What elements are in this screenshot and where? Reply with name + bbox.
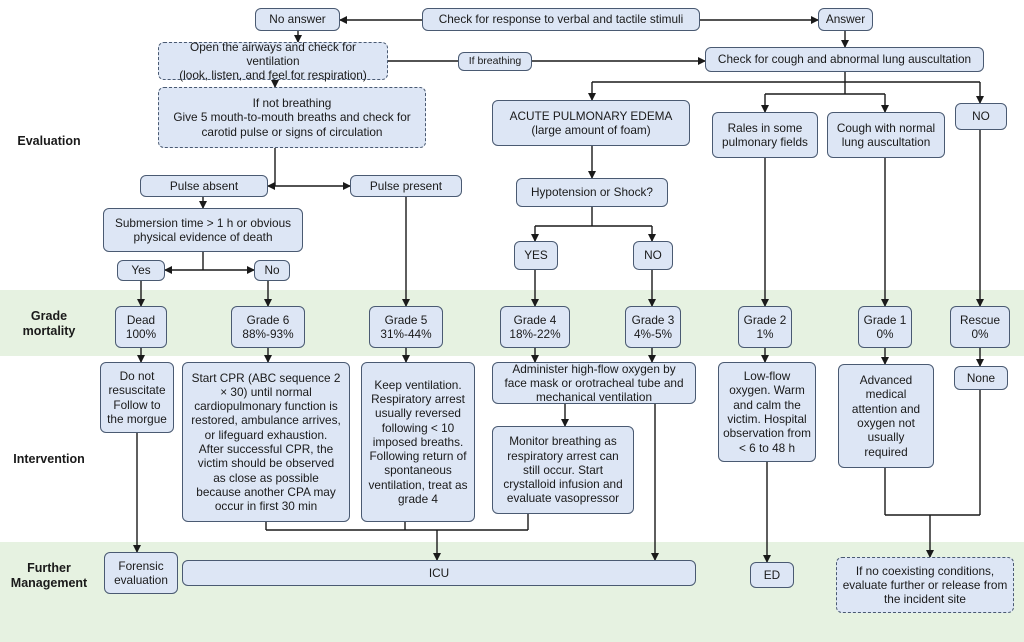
acute-pulmonary-edema-box: ACUTE PULMONARY EDEMA (large amount of f…: [492, 100, 690, 146]
grade-4-box: Grade 4 18%-22%: [500, 306, 570, 348]
intervention-grade-1-box: Advanced medical attention and oxygen no…: [838, 364, 934, 468]
no-answer-box: No answer: [255, 8, 340, 31]
hypotension-shock-box: Hypotension or Shock?: [516, 178, 668, 207]
no-death-box: No: [254, 260, 290, 281]
icu-box: ICU: [182, 560, 696, 586]
if-breathing-label: If breathing: [458, 52, 532, 71]
cough-normal-box: Cough with normal lung auscultation: [827, 112, 945, 158]
intervention-grade-2-box: Low-flow oxygen. Warm and calm the victi…: [718, 362, 816, 462]
intervention-grade-4-box: Monitor breathing as respiratory arrest …: [492, 426, 634, 514]
open-airways-box: Open the airways and check for ventilati…: [158, 40, 388, 82]
grade-1-box: Grade 1 0%: [858, 306, 912, 348]
check-response-box: Check for response to verbal and tactile…: [422, 8, 700, 31]
intervention-grade-6-box: Start CPR (ABC sequence 2 × 30) until no…: [182, 362, 350, 522]
ed-box: ED: [750, 562, 794, 588]
grade-6-box: Grade 6 88%-93%: [231, 306, 305, 348]
rales-box: Rales in some pulmonary fields: [712, 112, 818, 158]
rescue-box: Rescue 0%: [950, 306, 1010, 348]
answer-box: Answer: [818, 8, 873, 31]
intervention-grade-5-box: Keep ventilation. Respiratory arrest usu…: [361, 362, 475, 522]
grade-2-box: Grade 2 1%: [738, 306, 792, 348]
no-cough-box: NO: [955, 103, 1007, 130]
section-grade-mortality: Grade mortality: [22, 309, 76, 338]
no-shock-box: NO: [633, 241, 673, 270]
grade-5-box: Grade 5 31%-44%: [369, 306, 443, 348]
section-evaluation: Evaluation: [17, 134, 81, 148]
forensic-evaluation-box: Forensic evaluation: [104, 552, 178, 594]
pulse-absent-box: Pulse absent: [140, 175, 268, 197]
grade-3-box: Grade 3 4%-5%: [625, 306, 681, 348]
yes-death-box: Yes: [117, 260, 165, 281]
intervention-dead-box: Do not resuscitate Follow to the morgue: [100, 362, 174, 433]
grade-dead-box: Dead 100%: [115, 306, 167, 348]
pulse-present-box: Pulse present: [350, 175, 462, 197]
if-not-breathing-box: If not breathing Give 5 mouth-to-mouth b…: [158, 87, 426, 148]
yes-shock-box: YES: [514, 241, 558, 270]
submersion-time-box: Submersion time > 1 h or obvious physica…: [103, 208, 303, 252]
section-further-management: Further Management: [10, 561, 88, 590]
intervention-grade-3-4-box: Administer high-flow oxygen by face mask…: [492, 362, 696, 404]
release-box: If no coexisting conditions, evaluate fu…: [836, 557, 1014, 613]
check-cough-box: Check for cough and abnormal lung auscul…: [705, 47, 984, 72]
section-intervention: Intervention: [13, 452, 85, 466]
intervention-rescue-box: None: [954, 366, 1008, 390]
